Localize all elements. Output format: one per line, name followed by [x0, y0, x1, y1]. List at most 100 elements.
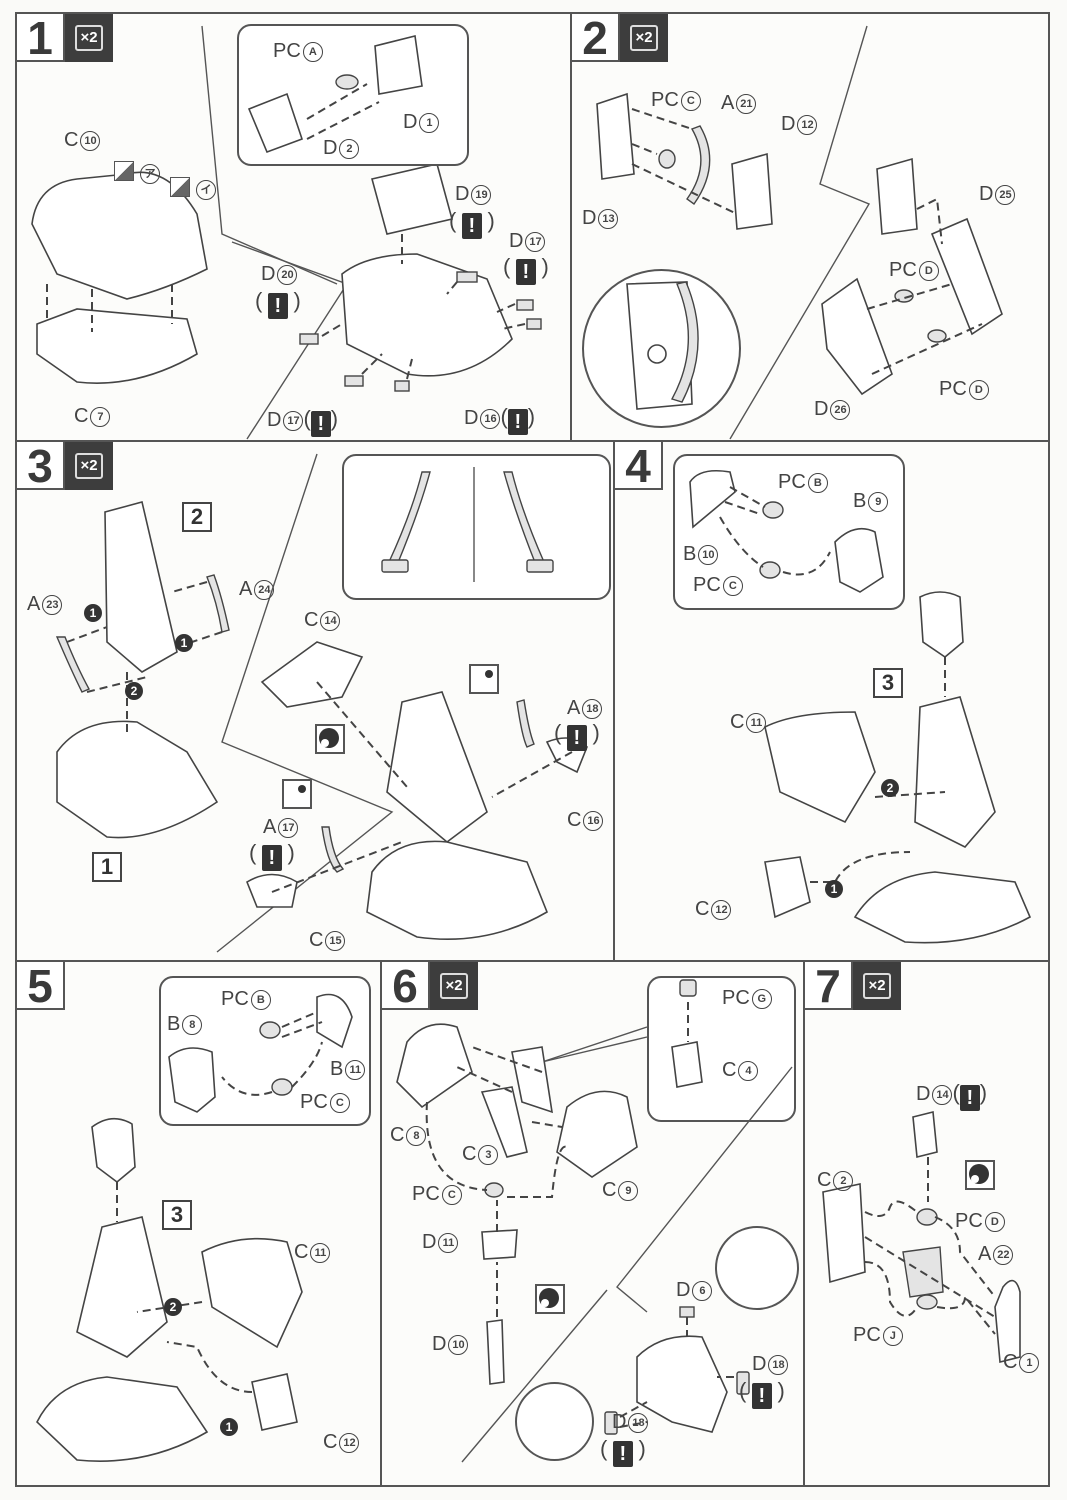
- part-assembled-shoulder: [636, 1335, 728, 1433]
- part-d19: [456, 271, 478, 283]
- sticker-icon-i: [170, 177, 190, 197]
- part-d1: [374, 35, 423, 95]
- part-d14: [912, 1110, 938, 1159]
- divider-line: [729, 25, 871, 440]
- part-pc-c: [484, 1182, 504, 1198]
- warning-d20: ( ! ): [255, 288, 301, 319]
- part-upper-piece: [511, 1046, 553, 1114]
- step-header: 6 ×2: [382, 962, 478, 1010]
- part-knee-cap: [91, 1117, 136, 1184]
- order-badge-1: 1: [220, 1418, 238, 1436]
- part-d16: [394, 380, 410, 392]
- part-c15: [246, 873, 298, 908]
- part-a24-cable: [206, 574, 230, 633]
- warning-icon: !: [959, 1085, 980, 1111]
- quantity-badge: ×2: [853, 962, 901, 1010]
- label-sticker-i: イ: [194, 180, 216, 200]
- part-d25: [930, 217, 1003, 336]
- part-c8: [396, 1023, 473, 1109]
- part-c12: [251, 1373, 298, 1431]
- warning-icon: !: [261, 845, 282, 871]
- part-assembled-base: [36, 1376, 209, 1462]
- cable-orientation-callout: [342, 454, 611, 600]
- ref-step-3-box: 3: [162, 1200, 192, 1230]
- part-assembled-leg: [386, 691, 488, 844]
- step-number: 6: [382, 962, 430, 1010]
- warning-icon: !: [267, 293, 288, 319]
- quantity-badge: ×2: [620, 14, 668, 62]
- part-d17: [344, 375, 364, 387]
- part-thigh-frame: [104, 501, 178, 673]
- warning-d18-right: ( ! ): [739, 1378, 785, 1409]
- warning-d18-left: ( ! ): [600, 1436, 646, 1467]
- step-number: 3: [17, 442, 65, 490]
- part-d2: [247, 92, 304, 154]
- part-d6: [679, 1306, 695, 1318]
- step-number: 4: [615, 442, 663, 490]
- step-number: 5: [17, 962, 65, 1010]
- step-header: 7 ×2: [805, 962, 901, 1010]
- ref-step-3-box: 3: [873, 668, 903, 698]
- warning-a17: ( ! ): [249, 840, 295, 871]
- part-pc-c: [658, 149, 676, 169]
- part-d26: [821, 277, 893, 396]
- step-header: 4: [615, 442, 663, 490]
- quantity-badge: ×2: [430, 962, 478, 1010]
- ref-step-1-box: 1: [92, 852, 122, 882]
- quantity-badge: ×2: [65, 14, 113, 62]
- step-5-illustration: [36, 993, 353, 1462]
- part-d16-side: [526, 318, 542, 330]
- part-b10: [689, 469, 736, 529]
- warning-icon: !: [507, 409, 528, 435]
- part-pc-c: [271, 1078, 293, 1096]
- divider-line: [461, 1289, 608, 1463]
- part-assembled-base: [366, 840, 548, 940]
- part-d12: [731, 152, 773, 230]
- part-d11: [481, 1229, 518, 1260]
- part-c2: [822, 1183, 866, 1284]
- part-a18-cable: [516, 699, 535, 748]
- part-assembled-leg: [914, 696, 996, 848]
- part-assembled-leg: [76, 1216, 168, 1358]
- warning-icon: !: [461, 213, 482, 239]
- step-number: 7: [805, 962, 853, 1010]
- part-step1-base: [56, 720, 219, 839]
- part-knee-cap: [919, 591, 964, 659]
- part-pc-d: [916, 1208, 938, 1226]
- part-pc-c: [759, 561, 781, 579]
- step-header: 3 ×2: [17, 442, 113, 490]
- part-d17-side: [516, 299, 534, 311]
- part-pc-j: [916, 1294, 938, 1310]
- d18-detail-circle: [515, 1382, 594, 1461]
- part-pc-b: [762, 501, 784, 519]
- order-badge-1: 1: [175, 634, 193, 652]
- warning-icon: !: [515, 259, 536, 285]
- part-d13: [596, 92, 635, 180]
- warning-icon: !: [566, 725, 587, 751]
